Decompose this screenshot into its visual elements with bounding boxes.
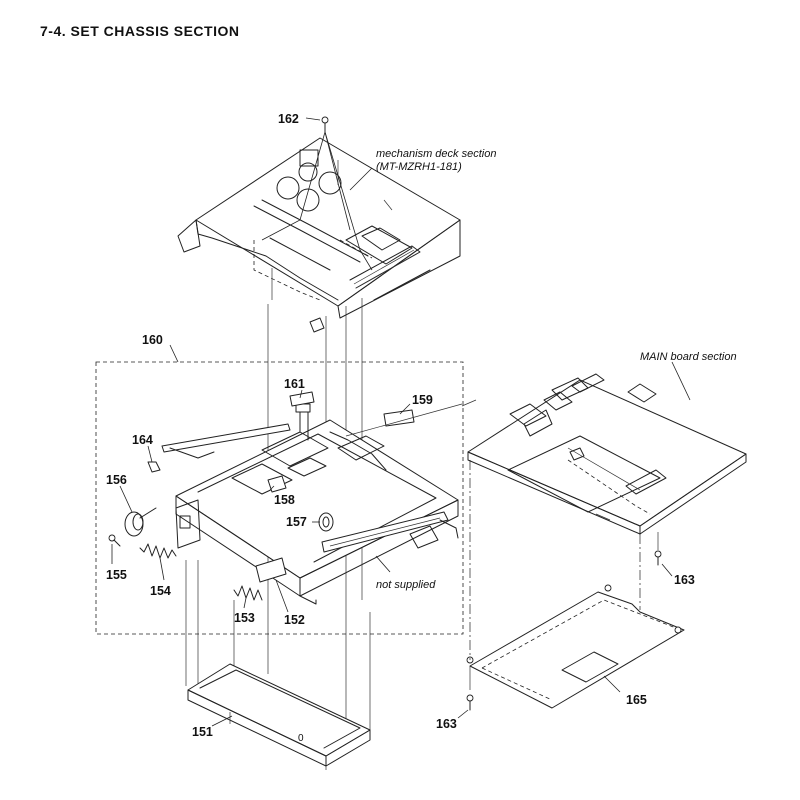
coil-157 xyxy=(318,512,334,532)
mechanism-deck xyxy=(177,137,461,333)
callout-162: 162 xyxy=(278,112,299,126)
part-164 xyxy=(147,461,161,473)
note-mechanism-model: (MT-MZRH1-181) xyxy=(376,161,462,173)
screw-163-upper xyxy=(654,532,662,566)
shield-plate-165 xyxy=(466,584,685,709)
screw-163-lower xyxy=(466,666,474,711)
callout-152: 152 xyxy=(284,613,305,627)
note-mechanism-deck: mechanism deck section xyxy=(376,148,496,160)
section-title: 7-4. SET CHASSIS SECTION xyxy=(40,23,239,39)
spring-153 xyxy=(233,585,263,601)
bottom-cover-151: 0 xyxy=(187,663,371,770)
callout-154: 154 xyxy=(150,584,171,598)
note-main-board: MAIN board section xyxy=(640,351,737,363)
main-board xyxy=(467,373,747,535)
knob-156 xyxy=(124,507,157,537)
callout-160: 160 xyxy=(142,333,163,347)
label-159 xyxy=(383,409,415,427)
part-161 xyxy=(289,391,315,407)
callout-158: 158 xyxy=(274,493,295,507)
screw-162 xyxy=(321,116,329,133)
callout-163-upper: 163 xyxy=(674,573,695,587)
callout-159: 159 xyxy=(412,393,433,407)
spring-154 xyxy=(139,543,177,559)
bottom-cover-mark: 0 xyxy=(298,733,304,744)
callout-161: 161 xyxy=(284,377,305,391)
assembly-160-boundary xyxy=(95,361,464,635)
callout-164: 164 xyxy=(132,433,153,447)
callout-157: 157 xyxy=(286,515,307,529)
callout-163-lower: 163 xyxy=(436,717,457,731)
part-152 xyxy=(255,557,287,583)
note-not-supplied: not supplied xyxy=(376,579,436,591)
callout-151: 151 xyxy=(192,725,213,739)
callout-155: 155 xyxy=(106,568,127,582)
callout-156: 156 xyxy=(106,473,127,487)
screw-155 xyxy=(108,534,121,547)
chassis-frame xyxy=(161,403,459,605)
callout-153: 153 xyxy=(234,611,255,625)
callout-165: 165 xyxy=(626,693,647,707)
